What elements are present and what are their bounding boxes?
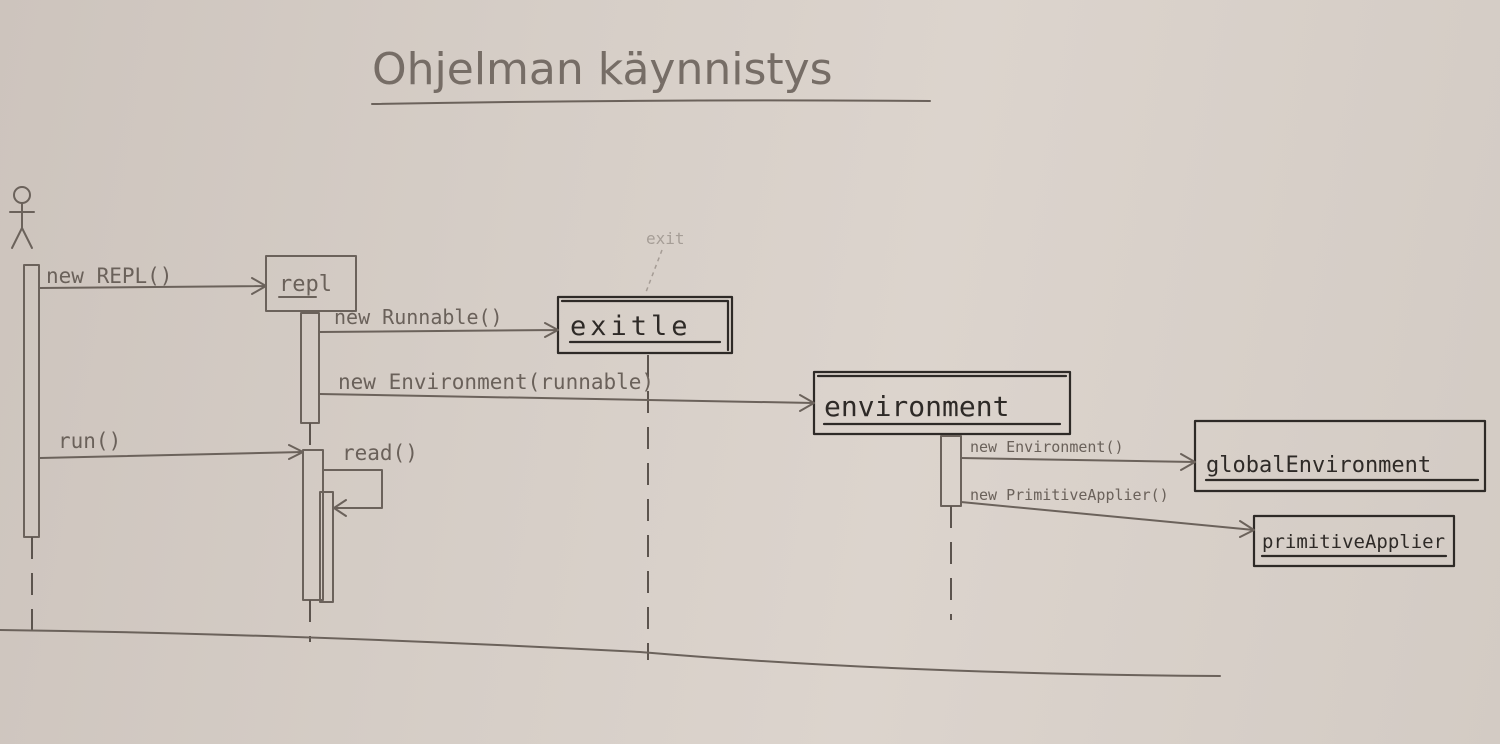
global-environment-label: globalEnvironment xyxy=(1206,453,1431,478)
repl-label: repl xyxy=(279,272,332,297)
repl-object: repl xyxy=(265,255,357,312)
run-message: run() xyxy=(58,429,121,453)
environment-label: environment xyxy=(824,390,1009,423)
new-runnable-message: new Runnable() xyxy=(334,305,503,329)
environment-activation xyxy=(940,435,962,507)
new-environment-inner-message: new Environment() xyxy=(970,438,1124,456)
read-message: read() xyxy=(342,441,418,465)
diagram-bottom-line xyxy=(0,629,1221,677)
actor-activation xyxy=(23,264,40,538)
new-primitive-applier-arrow xyxy=(960,501,1255,538)
actor-icon xyxy=(9,186,35,249)
new-environment-message: new Environment(runnable) xyxy=(338,370,654,394)
repl-activation-2 xyxy=(302,449,324,601)
new-runnable-arrow xyxy=(319,322,559,338)
title-underline xyxy=(371,99,931,105)
exit-note: exit xyxy=(646,229,685,248)
new-repl-arrow xyxy=(39,277,267,295)
new-repl-message: new REPL() xyxy=(46,264,172,288)
environment-object: environment xyxy=(812,370,1072,436)
run-arrow xyxy=(39,444,304,460)
global-environment-object: globalEnvironment xyxy=(1193,419,1487,493)
primitive-applier-label: primitiveApplier xyxy=(1262,531,1445,553)
exit-label: exitle xyxy=(570,311,692,342)
read-activation xyxy=(319,491,334,603)
new-primitive-applier-message: new PrimitiveApplier() xyxy=(970,486,1169,504)
new-global-environment-arrow xyxy=(960,453,1196,471)
new-environment-arrow xyxy=(319,393,815,412)
repl-activation-1 xyxy=(300,312,320,424)
exit-object: exitle xyxy=(556,295,734,355)
primitive-applier-object: primitiveApplier xyxy=(1252,514,1456,568)
exit-note-pointer xyxy=(645,249,663,293)
read-arrow xyxy=(322,469,383,517)
diagram-title: Ohjelman käynnistys xyxy=(372,44,833,95)
